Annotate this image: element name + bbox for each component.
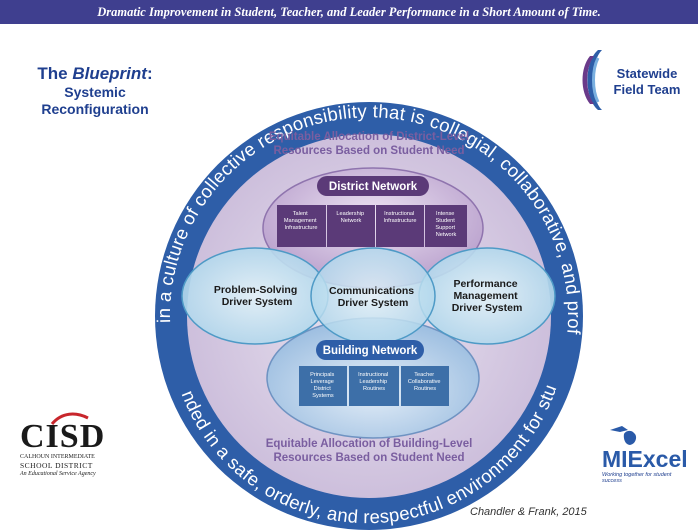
pm-l1: Performance (453, 278, 517, 290)
db4-l4: Network (436, 232, 457, 238)
banner: Dramatic Improvement in Student, Teacher… (0, 0, 698, 24)
credit: Chandler & Frank, 2015 (470, 506, 587, 518)
pm-l2: Management (453, 290, 518, 302)
bb1-l3: District (314, 386, 332, 392)
building-box-text-1: Principals Leverage District Systems (310, 372, 336, 399)
statewide-logo-icon (582, 50, 602, 110)
district-box-text-2: Leadership Network (336, 211, 365, 224)
district-boxes: Talent Management Infrastructure Leaders… (277, 205, 467, 247)
pm-l3: Driver System (452, 302, 523, 314)
district-alloc-line1: Equitable Allocation of District-Level (269, 131, 469, 143)
cisd-logo: CISD CALHOUN INTERMEDIATE SCHOOL DISTRIC… (20, 412, 120, 478)
communications-label: Communications Driver System (329, 285, 417, 309)
district-box-text-4: Intense Student Support Network (435, 211, 456, 238)
statewide-line1: Statewide (616, 66, 678, 81)
bb3-l3: Routines (414, 386, 436, 392)
bb2-l1: Instructional (358, 372, 388, 378)
statewide-field-team: Statewide Field Team (606, 66, 688, 98)
bb2-l2: Leadership (359, 379, 387, 385)
cisd-swoosh-icon (50, 412, 89, 426)
db4-l1: Intense (436, 211, 454, 217)
building-network-title: Building Network (323, 345, 418, 357)
cisd-line2: SCHOOL DISTRICT (20, 461, 93, 470)
district-box-talent (277, 205, 326, 247)
db4-l2: Student (436, 218, 456, 224)
cisd-line1: CALHOUN INTERMEDIATE (20, 454, 95, 460)
bb3-l1: Teacher (414, 372, 434, 378)
bb1-l1: Principals (310, 372, 334, 378)
district-box-text-3: Instructional Infrastructure (384, 211, 417, 224)
building-boxes: Principals Leverage District Systems Ins… (299, 366, 449, 406)
cisd-big-text: CISD (20, 418, 106, 455)
district-alloc-line2: Resources Based on Student Need (273, 145, 464, 157)
cisd-line3: An Educational Service Agency (20, 471, 96, 477)
statewide-line2: Field Team (613, 82, 681, 97)
db2-l1: Leadership (336, 211, 364, 217)
building-box-text-3: Teacher Collaborative Routines (408, 372, 442, 392)
db3-l2: Infrastructure (384, 218, 417, 224)
building-box-instructional (349, 366, 399, 406)
ps-l1: Problem-Solving (214, 284, 297, 296)
ps-l2: Driver System (222, 296, 293, 308)
title-line2: Systemic (64, 84, 126, 100)
district-box-leadership (327, 205, 375, 247)
building-box-text-2: Instructional Leadership Routines (358, 372, 390, 392)
performance-label: Performance Management Driver System (452, 278, 523, 314)
db2-l2: Network (341, 218, 362, 224)
db3-l1: Instructional (384, 211, 414, 217)
michigan-map-icon (610, 426, 637, 445)
building-box-principals (299, 366, 347, 406)
cm-l2: Driver System (338, 297, 409, 309)
district-box-intense (425, 205, 467, 247)
db1-l3: Infrastructure (285, 225, 318, 231)
bb3-l2: Collaborative (408, 379, 441, 385)
building-alloc-line1: Equitable Allocation of Building-Level (266, 438, 473, 450)
problem-solving-label: Problem-Solving Driver System (214, 284, 300, 308)
db4-l3: Support (435, 225, 455, 231)
bb1-l4: Systems (312, 393, 334, 399)
bb2-l3: Routines (363, 386, 385, 392)
page-title: The Blueprint: Systemic Reconfiguration (20, 64, 170, 118)
district-network-pill (317, 176, 429, 196)
bb1-l2: Leverage (311, 379, 334, 385)
building-network-pill (316, 340, 424, 360)
building-box-teacher (401, 366, 449, 406)
db1-l1: Talent (293, 211, 308, 217)
cm-l1: Communications (329, 285, 414, 297)
title-line3: Reconfiguration (41, 101, 149, 117)
miexcel-name: MIExcel (602, 446, 688, 472)
miexcel-logo: MIExcel Working together for student suc… (598, 424, 690, 484)
title-emphasis: Blueprint (72, 64, 147, 83)
db1-l2: Management (284, 218, 317, 224)
district-box-instructional (376, 205, 424, 247)
title-prefix: The (37, 64, 73, 83)
miexcel-tagline: Working together for student success (602, 472, 672, 484)
title-suffix: : (146, 64, 153, 83)
building-alloc-line2: Resources Based on Student Need (273, 452, 464, 464)
district-box-text-1: Talent Management Infrastructure (284, 211, 318, 231)
district-network-title: District Network (329, 181, 418, 193)
